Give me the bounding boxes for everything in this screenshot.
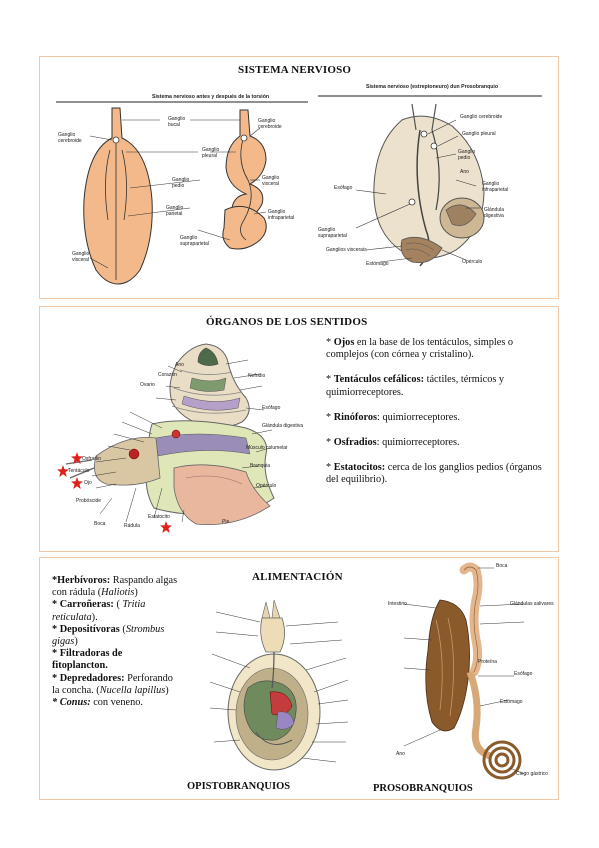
sense-item-rinoforos: * Rinóforos: quimiorreceptores. [326,411,460,423]
label-ganglio-pleural: Ganglio pleural [202,147,220,159]
label-ganglio-bucal: Ganglio bucal [168,116,186,128]
sense-item-ojos: * Ojos en la base de los tentáculos, sim… [326,337,514,361]
sense-organs-list: * Ojos en la base de los tentáculos, sim… [326,337,544,500]
sense-organs-panel [39,306,559,552]
sense-label-branquia: Branquia [250,463,271,469]
prosobranch-caption: PROSOBRANQUIOS [373,783,473,794]
sense-label-columela: Músculo columelar [246,445,288,451]
opisthobranch-caption: OPISTOBRANQUIOS [187,781,291,792]
sense-label-ovario: Ovario [140,382,155,388]
nervous-right-caption: Sistema nervioso (estreptoneuro) dun Pro… [366,84,499,90]
pros-label-esofago: Esófago [514,671,533,677]
sense-label-ojo: Ojo [84,480,92,486]
label-ganglio-visceral-left: Ganglio visceral [72,251,90,263]
feeding-list: *Herbívoros: Raspando algas con rádula (… [52,575,180,709]
sense-label-esofago: Esófago [262,405,281,411]
nervous-system-title: SISTEMA NERVIOSO [238,64,352,76]
feed-item-filtradoras: * Filtradoras de fitoplancton. [52,648,123,672]
sense-label-ano: Ano [175,362,184,368]
sense-label-osfradio: Osfradio [82,456,101,462]
rs-label-supraparietal: Ganglio supraparietal [318,227,347,239]
rs-label-operculo: Opérculo [462,259,483,265]
feed-item-conus: * Conus: con veneno. [52,697,143,709]
pros-label-proteina: Proteína [478,659,497,665]
pros-label-estomago: Estómago [500,699,523,705]
pros-label-glandulas: Glándulas salivares [510,601,554,607]
sense-item-estatocitos: * Estatocitos: cerca de los ganglios ped… [326,462,542,486]
label-ganglio-cerebroide-left: Ganglio cerebroide [58,132,82,144]
nervous-left-caption: Sistema nervioso antes y después de la t… [152,94,270,100]
sense-label-radula: Rádula [124,523,140,529]
feed-item-carroneras: * Carroñeras: ( Tritia reticulata). [52,599,146,623]
label-ganglio-cerebroide-right: Ganglio cerebroide [258,118,282,130]
star-marker-tentaculo [57,465,69,477]
star-marker-osfradio [71,452,83,464]
pros-label-intestino: Intestino [388,601,407,607]
snail-anatomy-figure [65,343,275,525]
sense-label-operculo: Opérculo [256,483,277,489]
sense-label-glandula: Glándula digestiva [262,423,304,429]
feeding-title: ALIMENTACIÓN [252,571,343,583]
rs-label-visceral: Ganglios viscerais [326,247,367,253]
feed-item-depredadores: * Depredadores: Perforando la concha. (N… [52,672,173,696]
rs-label-esofago: Esófago [334,185,353,191]
feed-item-depositivoras: * Depositívoras (Strombus gigas) [52,623,165,648]
pros-label-ano: Ano [396,751,405,757]
star-marker-ojo [71,477,83,489]
sense-item-tentaculos: * Tentáculos cefálicos: táctiles, térmic… [326,374,505,398]
star-marker-estatocito [160,521,172,533]
sense-organs-title: ÓRGANOS DE LOS SENTIDOS [206,316,368,328]
rs-label-pedio: Ganglio pedio [458,149,476,161]
rs-label-glandula: Glándula digestiva [484,207,505,219]
prosobranch-nervous-figure [318,95,542,267]
label-ganglio-supraparietal: Ganglio supraparietal [180,235,209,247]
sense-label-boca: Boca [94,521,106,527]
rs-label-pleural: Ganglio pleural [462,131,496,137]
nervous-left-figure [56,101,308,285]
sense-label-pie: Pie [222,519,230,525]
sense-item-osfradios: * Osfradios: quimiorreceptores. [326,437,460,449]
pros-label-boca: Boca [496,563,508,569]
sense-label-tentaculo: Tentáculo [68,468,90,474]
label-ganglio-pedio: Ganglio pedio [172,177,190,189]
rs-label-ano: Ano [460,169,469,175]
feed-item-herbivoros: *Herbívoros: Raspando algas con rádula (… [52,575,178,599]
sense-label-estatocito: Estatocito [148,514,170,520]
label-ganglio-parietal: Ganglio parietal [166,205,184,217]
label-ganglio-visceral-right: Ganglio visceral [262,175,280,187]
label-ganglio-infraparietal: Ganglio infraparietal [268,209,295,221]
rs-label-estomago: Estómago [366,261,389,267]
pros-label-ciego: Ciego gástrico [516,771,548,777]
sense-label-nefridio: Nefridio [248,373,266,379]
prosobranch-digestive-figure [403,562,525,780]
rs-label-infraparietal: Ganglio infraparietal [482,181,509,193]
sense-label-proboscide: Probóscide [76,498,102,504]
rs-label-cerebroide: Ganglio cerebroide [460,114,503,120]
opisthobranch-digestive-figure [209,599,349,771]
sense-label-corazon: Corazón [158,372,177,378]
